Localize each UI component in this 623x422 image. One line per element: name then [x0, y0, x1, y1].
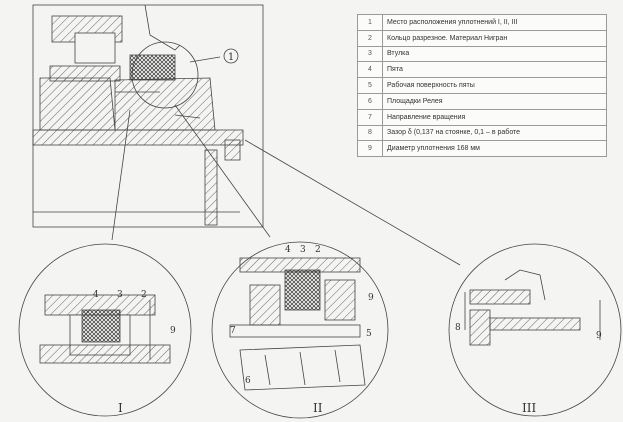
svg-text:2: 2	[141, 290, 147, 300]
svg-text:4: 4	[285, 245, 291, 255]
detail-label-3: III	[522, 401, 536, 415]
detail-label-2: II	[313, 401, 323, 415]
svg-text:4: 4	[93, 290, 99, 300]
svg-text:5: 5	[366, 329, 372, 339]
svg-text:7: 7	[230, 326, 236, 336]
detail-circle-2	[211, 241, 389, 419]
svg-text:2: 2	[315, 245, 321, 255]
detail-label-1: I	[118, 401, 123, 415]
svg-text:8: 8	[455, 323, 461, 333]
detail-3-callouts: 8 9	[455, 323, 602, 341]
svg-text:9: 9	[368, 293, 374, 303]
svg-text:3: 3	[300, 245, 306, 255]
svg-text:1: 1	[228, 52, 234, 63]
detail-2-callouts: 4 3 2 9 7 5 6	[230, 245, 374, 386]
detail-circle-1	[18, 243, 192, 417]
svg-text:6: 6	[245, 376, 251, 386]
callout-1: 1	[223, 48, 239, 64]
main-section-view	[32, 4, 461, 266]
svg-text:9: 9	[596, 331, 602, 341]
svg-text:3: 3	[117, 290, 123, 300]
svg-text:9: 9	[170, 326, 176, 336]
detail-1-callouts: 4 3 2 9	[93, 290, 176, 336]
detail-circle-3	[448, 243, 622, 417]
